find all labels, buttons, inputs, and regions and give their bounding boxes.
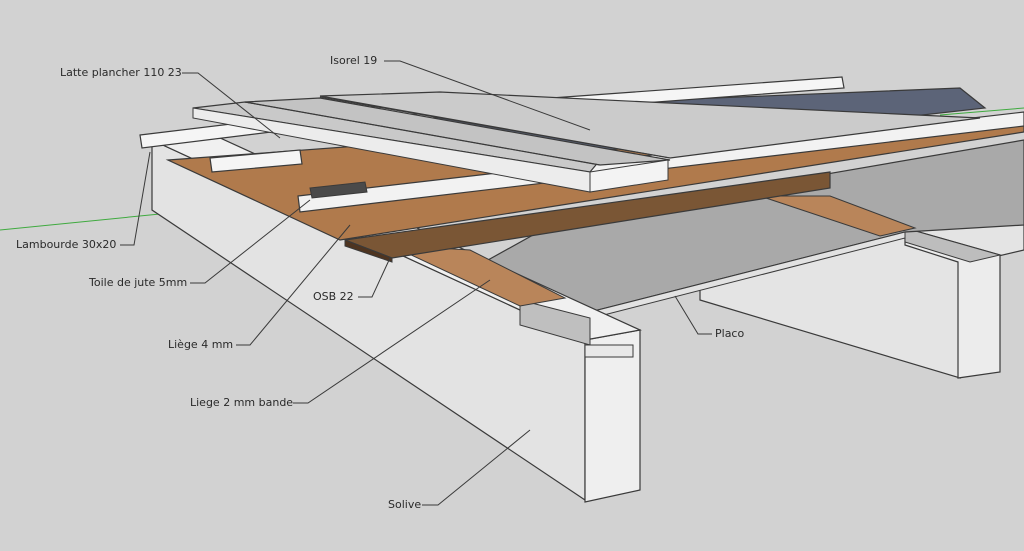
osb-panel-front	[344, 239, 393, 263]
label-liege-4: Liège 4 mm	[168, 338, 234, 351]
label-lambourde: Lambourde 30x20	[16, 238, 117, 251]
leader-lambourde	[120, 151, 151, 246]
leader-liege2	[293, 279, 491, 404]
label-solive: Solive	[388, 498, 422, 511]
label-placo: Placo	[715, 327, 745, 340]
axis-line-right	[939, 107, 1024, 116]
label-toile-jute: Toile de jute 5mm	[89, 276, 188, 289]
leader-isorel	[384, 60, 591, 131]
leader-solive	[422, 429, 531, 506]
label-liege-2-bande: Liege 2 mm bande	[190, 396, 294, 409]
cork-strip-right	[759, 195, 917, 237]
floor-boards	[192, 91, 981, 193]
leader-toile	[190, 199, 311, 284]
leader-lines	[120, 60, 712, 506]
label-latte-plancher: Latte plancher 110 23	[60, 66, 182, 79]
leader-latte	[182, 72, 281, 139]
label-osb: OSB 22	[313, 290, 354, 303]
leader-liege4	[236, 224, 351, 346]
leader-placo	[674, 295, 712, 335]
axis-line-left	[0, 213, 161, 231]
label-isorel: Isorel 19	[330, 54, 378, 67]
leader-osb	[358, 257, 391, 298]
